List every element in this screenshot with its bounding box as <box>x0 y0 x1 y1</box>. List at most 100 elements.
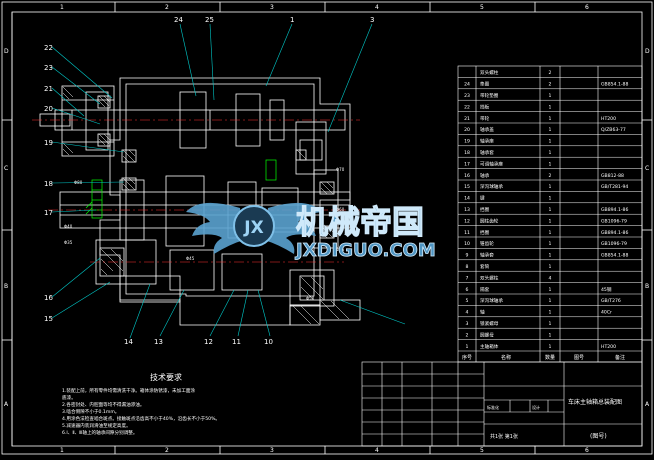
bom-cell-name: 挡圈 <box>480 206 490 213</box>
svg-text:Φ60: Φ60 <box>336 207 345 212</box>
bom-cell-name: 深沟球轴承 <box>480 183 503 190</box>
bom-cell-spec: GB812-88 <box>601 173 624 179</box>
bom-cell-qty: 1 <box>549 332 552 338</box>
bom-cell-no: 13 <box>464 207 470 213</box>
tech-note-line: 4.用涂色法检查啮合斑点。接触斑点沿齿高不小于40%，沿齿长不小于50%。 <box>62 415 220 422</box>
bom-cell-qty: 1 <box>549 321 552 327</box>
bom-cell-spec: GB1096-79 <box>601 241 627 247</box>
leader-lines <box>51 23 406 339</box>
bom-cell-no: 21 <box>464 116 470 122</box>
bom-cell-no: 20 <box>464 127 470 133</box>
bom-cell-name: 键 <box>480 195 485 202</box>
bom-cell-qty: 1 <box>549 241 552 247</box>
bom-cell-name: 轴 <box>480 309 485 316</box>
bom-header-cell: 数量 <box>545 354 555 361</box>
watermark-logo: JX <box>186 202 322 254</box>
bom-cell-qty: 1 <box>549 264 552 270</box>
tech-note-line: 1.装配上前，所有零件均需清洗干净。箱体涂防锈漆，未加工面涂 <box>62 387 195 394</box>
bom-cell-qty: 1 <box>549 127 552 133</box>
dimension-callouts: Φ70 Φ60 Φ55 Φ40 Φ35 Φ80 Φ45 Φ50 <box>64 167 345 301</box>
watermark-logo-letters: JX <box>243 218 263 238</box>
bom-cell-no: 12 <box>464 218 470 224</box>
title-cell-design: 设计 <box>532 404 540 410</box>
bom-cell-spec: GB/T281-94 <box>601 184 628 190</box>
balloon: 18 <box>44 180 53 188</box>
svg-text:Φ55: Φ55 <box>336 247 345 252</box>
col-label-bottom: 3 <box>270 447 274 454</box>
bom-cell-no: 16 <box>464 173 470 179</box>
bom-header-cell: 图号 <box>574 355 584 361</box>
bom-cell-name: 带轮 <box>480 115 490 122</box>
bom-cell-no: 22 <box>464 104 470 110</box>
tech-note-line: 2.各密封处、内腔面等均不得漏油渗油。 <box>62 401 144 408</box>
bom-cell-name: 锥齿轮 <box>480 240 494 247</box>
col-label-bottom: 2 <box>165 447 169 454</box>
bom-cell-name: 可调轴承座 <box>480 160 503 167</box>
bom-cell-spec: 40Cr <box>601 310 612 316</box>
tech-note-line: 6.Ⅰ、Ⅱ、Ⅲ轴上的轴承间隙分别调整。 <box>62 429 137 436</box>
bom-cell-qty: 1 <box>549 104 552 110</box>
bom-cell-qty: 1 <box>549 93 552 99</box>
bom-cell-name: 垫圈 <box>480 81 490 88</box>
bom-cell-qty: 1 <box>549 116 552 122</box>
bom-cell-qty: 1 <box>549 287 552 293</box>
bom-header-cell: 名称 <box>501 354 511 361</box>
bom-cell-no: 5 <box>466 298 469 304</box>
bom-cell-name: 带轮垫圈 <box>480 92 499 99</box>
bom-cell-spec: HT200 <box>601 116 616 122</box>
balloon: 14 <box>124 338 133 346</box>
balloon-labels: 22 23 21 20 19 18 17 16 15 14 13 12 11 1… <box>44 16 374 346</box>
bom-cell-qty: 1 <box>549 344 552 350</box>
balloon: 15 <box>44 315 53 323</box>
svg-text:Φ50: Φ50 <box>306 296 315 301</box>
bom-cell-name: 圆柱齿轮 <box>480 217 499 224</box>
bom-cell-qty: 1 <box>549 139 552 145</box>
balloon: 23 <box>44 64 53 72</box>
balloon: 25 <box>205 16 214 24</box>
bom-cell-no: 4 <box>466 310 469 316</box>
border-row-labels: D C B A D C B A <box>4 48 650 408</box>
border-column-labels: 1 2 3 4 5 6 1 2 3 4 5 6 <box>60 4 589 454</box>
green-detail-lines <box>85 159 277 219</box>
tech-note-line: 5.减速器内装润滑油至规定高度。 <box>62 422 131 429</box>
svg-text:Φ80: Φ80 <box>74 180 83 185</box>
bom-cell-name: 锁紧螺母 <box>480 320 499 327</box>
bom-cell-spec: Q/ZB63-77 <box>601 127 626 133</box>
balloon: 13 <box>154 338 163 346</box>
bom-cell-name: 挡圈 <box>480 229 490 236</box>
balloon: 20 <box>44 105 53 113</box>
balloon: 3 <box>370 16 374 24</box>
bom-cell-spec: 45钢 <box>601 286 612 293</box>
svg-text:Φ35: Φ35 <box>64 240 73 245</box>
bom-cell-no: 3 <box>466 321 469 327</box>
bom-cell-no: 14 <box>464 196 470 202</box>
row-label-left: A <box>4 401 9 408</box>
col-label-bottom: 6 <box>585 447 589 454</box>
bom-cell-name: 主轴箱体 <box>480 343 499 350</box>
col-label-top: 3 <box>270 4 274 11</box>
bom-cell-no: 9 <box>466 253 469 259</box>
row-label-right: D <box>645 48 650 55</box>
bom-cell-no: 15 <box>464 184 470 190</box>
bom-cell-name: 圆螺母 <box>480 331 494 338</box>
bom-cell-qty: 2 <box>549 82 552 88</box>
bom-cell-qty: 1 <box>549 184 552 190</box>
technical-notes: 技术要求 1.装配上前，所有零件均需清洗干净。箱体涂防锈漆，未加工面涂 底漆。 … <box>62 372 220 436</box>
bom-cell-no: 11 <box>464 230 470 236</box>
bom-cell-qty: 1 <box>549 196 552 202</box>
bom-cell-spec: GB1096-79 <box>601 218 627 224</box>
bom-cell-spec: GB854.1-88 <box>601 253 628 259</box>
bom-cell-no: 2 <box>466 332 469 338</box>
drawing-title: 车床主轴箱总装配图 <box>568 398 622 406</box>
bom-cell-no: 10 <box>464 241 470 247</box>
bom-cell-qty: 1 <box>549 230 552 236</box>
bom-cell-name: 轴承盖 <box>480 126 494 133</box>
bom-cell-qty: 1 <box>549 207 552 213</box>
svg-text:Φ45: Φ45 <box>186 256 195 261</box>
watermark-title: 机械帝国 <box>296 203 424 241</box>
section-hatching <box>62 86 350 325</box>
bom-cell-spec: HT200 <box>601 344 616 350</box>
bom-cell-spec: GB894.1-86 <box>601 207 628 213</box>
